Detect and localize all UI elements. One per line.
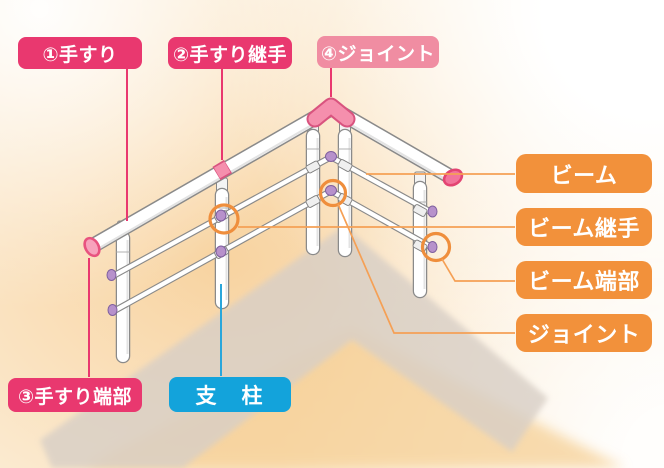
leader-joint	[337, 203, 515, 334]
handrail-joint-sleeve	[212, 159, 233, 181]
handrail-left-tube	[86, 100, 340, 253]
handrail-corner-joint	[306, 97, 356, 128]
highlight-circle-corner-joint	[318, 178, 348, 208]
beam-corner-joint-lower	[325, 185, 337, 196]
label-joint: ジョイント	[516, 314, 652, 352]
post-right-end	[412, 171, 428, 299]
beam-end-cap	[106, 269, 117, 281]
beam-end-cap-circled	[427, 241, 438, 253]
highlight-circle-beam-joint	[208, 203, 240, 235]
label-beam-tanbu: ビーム端部	[516, 261, 652, 299]
label-tesuri: ①手すり	[18, 37, 142, 69]
beam-corner-joint-upper	[325, 151, 337, 162]
label-shichu: 支 柱	[169, 377, 291, 412]
highlight-circles	[208, 178, 452, 263]
handrail-end-cap-left	[83, 236, 101, 258]
label-tesuri-tsugite: ②手すり継手	[168, 37, 292, 69]
leader-lines	[88, 68, 515, 377]
label-joint-no4: ④ジョイント	[317, 36, 439, 68]
label-beam: ビーム	[516, 154, 652, 193]
label-tesuri-tanbu: ③手すり端部	[8, 378, 142, 412]
leader-beam-tanbu	[441, 258, 515, 282]
shadow-gray-chevron	[40, 226, 548, 468]
post-mid-left	[214, 177, 230, 310]
beam-joint-fitting	[215, 209, 227, 222]
post-left-end	[115, 220, 131, 364]
label-beam-tsugite: ビーム継手	[516, 208, 652, 246]
highlight-circle-beam-end	[420, 231, 452, 263]
beam-purple-fittings	[106, 151, 438, 316]
post-corner-left	[305, 119, 321, 256]
